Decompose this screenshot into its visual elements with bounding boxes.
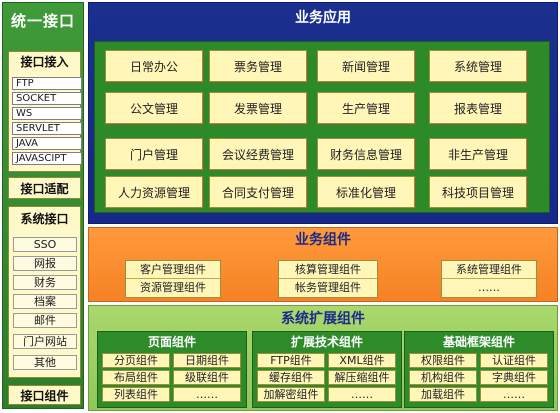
system-interface-item: 其他 (13, 355, 77, 370)
unified-interface-column: 统一接口 接口接入 FTP SOCKET WS SERVLET JAVA JAV… (2, 2, 84, 409)
component-item: 资源管理组件 (126, 278, 220, 296)
app-button: 公文管理 (105, 92, 203, 124)
app-button: 会议经费管理 (209, 138, 307, 170)
extension-components-title: 系统扩展组件 (281, 311, 365, 327)
ext-component-item: 加解密组件 (257, 387, 325, 402)
extension-tech-components-group: 扩展技术组件 FTP组件 XML组件 缓存组件 解压缩组件 加解密组件 …… (252, 331, 402, 408)
interface-access-header: 接口接入 (20, 55, 69, 69)
component-item: 核算管理组件 (295, 263, 361, 276)
business-components-title: 业务组件 (295, 232, 351, 248)
component-group: 系统管理组件 …… (441, 260, 537, 298)
ext-component-item: 列表组件 (102, 387, 170, 402)
business-apps-grid: 日常办公 票务管理 新闻管理 系统管理 公文管理 发票管理 生产管理 报表管理 … (94, 41, 550, 213)
ext-group-title: 页面组件 (147, 335, 196, 349)
protocol-item: SOCKET (12, 92, 82, 105)
app-button: 发票管理 (209, 92, 307, 124)
app-button: 新闻管理 (317, 50, 415, 82)
app-button: 标准化管理 (317, 176, 415, 208)
ext-component-item: 缓存组件 (257, 370, 325, 385)
interface-adapter-bar: 接口适配 (8, 177, 81, 199)
ext-component-item: 解压缩组件 (328, 370, 396, 385)
component-group: 客户管理组件 资源管理组件 (125, 260, 221, 298)
app-button: 财务信息管理 (317, 138, 415, 170)
system-interface-header: 系统接口 (20, 212, 69, 226)
component-item: 帐务管理组件 (279, 278, 377, 296)
app-button: 人力资源管理 (105, 176, 203, 208)
protocol-item: JAVA (12, 137, 82, 150)
ext-component-item: 认证组件 (480, 353, 548, 368)
system-interface-item: 邮件 (13, 313, 77, 328)
protocol-item: WS (12, 107, 82, 120)
ext-component-item: 布局组件 (102, 370, 170, 385)
ext-component-item: …… (480, 387, 548, 402)
app-button: 非生产管理 (429, 138, 527, 170)
app-button: 科技项目管理 (429, 176, 527, 208)
component-item: …… (442, 278, 536, 296)
ext-component-item: FTP组件 (257, 353, 325, 368)
unified-interface-title: 统一接口 (10, 11, 75, 30)
system-interface-item: 财务 (13, 275, 77, 290)
business-apps-title: 业务应用 (295, 10, 351, 26)
ext-group-title: 基础框架组件 (442, 335, 515, 349)
interface-component-bar: 接口组件 (8, 385, 81, 405)
ext-group-title: 扩展技术组件 (290, 335, 363, 349)
app-button: 报表管理 (429, 92, 527, 124)
component-item: 系统管理组件 (456, 263, 522, 276)
system-interface-group: 系统接口 SSO 网报 财务 档案 邮件 门户网站 其他 (8, 206, 81, 378)
ext-component-item: 级联组件 (173, 370, 241, 385)
app-button: 生产管理 (317, 92, 415, 124)
component-group: 核算管理组件 帐务管理组件 (278, 260, 378, 298)
ext-component-item: XML组件 (328, 353, 396, 368)
protocol-item: SERVLET (12, 122, 82, 135)
ext-component-item: 日期组件 (173, 353, 241, 368)
page-components-group: 页面组件 分页组件 日期组件 布局组件 级联组件 列表组件 …… (97, 331, 247, 408)
app-button: 合同支付管理 (209, 176, 307, 208)
system-interface-item: SSO (13, 237, 77, 252)
ext-component-item: 分页组件 (102, 353, 170, 368)
ext-component-item: …… (328, 387, 396, 402)
app-button: 票务管理 (209, 50, 307, 82)
app-button: 系统管理 (429, 50, 527, 82)
app-button: 门户管理 (105, 138, 203, 170)
ext-component-item: 加载组件 (409, 387, 477, 402)
ext-component-item: 机构组件 (409, 370, 477, 385)
system-interface-item: 门户网站 (13, 334, 77, 349)
ext-component-item: …… (173, 387, 241, 402)
system-interface-item: 档案 (13, 294, 77, 309)
app-button: 日常办公 (105, 50, 203, 82)
protocol-item: FTP (12, 77, 82, 90)
interface-access-group: 接口接入 FTP SOCKET WS SERVLET JAVA JAVASCIP… (8, 51, 82, 172)
protocol-item: JAVASCIPT (12, 152, 82, 165)
base-framework-components-group: 基础框架组件 权限组件 认证组件 机构组件 字典组件 加载组件 …… (404, 331, 554, 408)
system-interface-item: 网报 (13, 256, 77, 271)
component-item: 客户管理组件 (140, 263, 206, 276)
ext-component-item: 权限组件 (409, 353, 477, 368)
ext-component-item: 字典组件 (480, 370, 548, 385)
